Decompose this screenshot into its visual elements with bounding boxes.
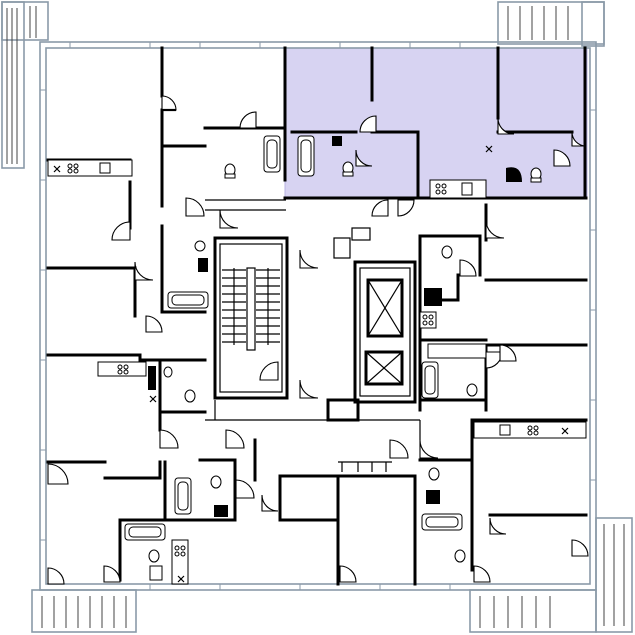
kitchens	[47, 159, 587, 585]
stair-core	[213, 236, 289, 400]
building-facade	[39, 41, 597, 591]
doors	[47, 95, 589, 585]
balcony-bottom-right	[469, 517, 633, 633]
corridor	[205, 199, 421, 472]
balcony-top-left	[1, 1, 49, 169]
bathtubs	[124, 135, 463, 541]
elevator-core	[326, 227, 417, 422]
balcony-top-right	[497, 1, 605, 47]
toilets	[148, 161, 542, 563]
vent-symbols	[53, 145, 569, 583]
balcony-bottom-left	[31, 589, 137, 633]
highlighted-apartment[interactable]	[284, 47, 588, 199]
